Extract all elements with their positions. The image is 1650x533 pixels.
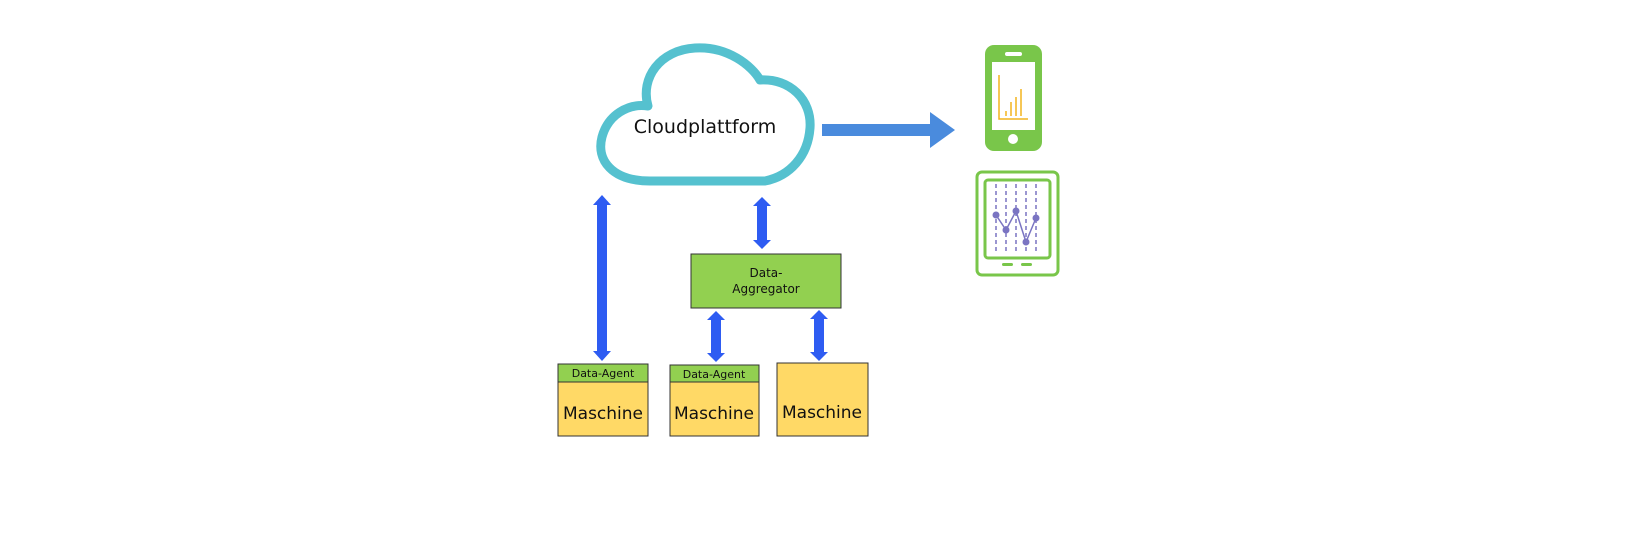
aggregator-label-line1: Data-: [750, 266, 783, 280]
machine-3-box: [776, 362, 869, 437]
arrow-cloud-aggregator: [753, 197, 771, 249]
cloud-label: Cloudplattform: [634, 116, 776, 138]
right-arrow: [822, 112, 955, 148]
machine-1-agent-label: Data-Agent: [572, 367, 635, 380]
machine-1-label: Maschine: [563, 404, 643, 424]
arrow-cloud-machine1: [593, 195, 611, 361]
machine-3: Maschine: [776, 362, 869, 437]
aggregator-label-line2: Aggregator: [732, 282, 800, 296]
arrow-aggregator-machine3: [810, 310, 828, 361]
data-aggregator: Data- Aggregator: [690, 253, 842, 309]
smartphone-chart-icon: [985, 45, 1042, 151]
machine-2-agent-box: [669, 364, 760, 383]
machine-1-box: [557, 381, 649, 437]
machine-3-label: Maschine: [782, 403, 862, 423]
tablet-chart-icon: [975, 170, 1060, 277]
machine-2-label: Maschine: [674, 404, 754, 424]
machine-2: Data-Agent Maschine: [669, 364, 760, 437]
machine-1-agent-box: [557, 363, 649, 383]
machine-1: Data-Agent Maschine: [557, 363, 649, 437]
cloud-platform: Cloudplattform: [596, 43, 815, 186]
cloud-icon: [596, 43, 815, 186]
arrow-aggregator-machine2: [707, 311, 725, 362]
aggregator-box: [690, 253, 842, 309]
machine-2-agent-label: Data-Agent: [683, 368, 746, 381]
